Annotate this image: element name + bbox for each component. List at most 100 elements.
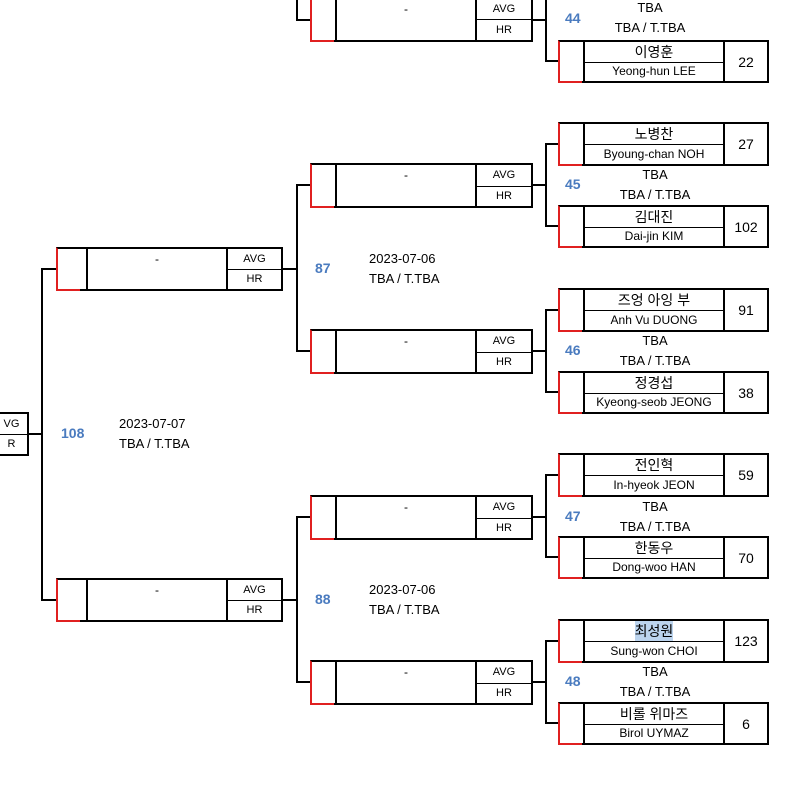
player-lee-name-en: Yeong-hun LEE	[612, 64, 696, 79]
quarter-slot-4-dash: -	[404, 665, 408, 680]
player-uymaz-name-ko: 비롤 위마즈	[585, 704, 723, 725]
match-45-venue: TBA / T.TBA	[619, 187, 691, 202]
match-48-number: 48	[565, 673, 581, 689]
semi-slot-2-hr: HR	[246, 604, 263, 616]
player-choi-seed	[558, 619, 585, 663]
player-uymaz-score: 6	[725, 702, 769, 745]
player-jeon-name-box[interactable]: 전인혁 In-hyeok JEON	[583, 453, 725, 497]
player-jeon-seed	[558, 453, 585, 497]
player-uymaz-seed	[558, 702, 585, 745]
semi-slot-1-avg: AVG	[228, 249, 281, 270]
connector-semi-87	[283, 184, 310, 352]
player-jeong-score: 38	[725, 371, 769, 414]
semi-2-venue: TBA / T.TBA	[369, 602, 440, 617]
final-hr-label: R	[7, 438, 16, 450]
connector-final	[29, 268, 56, 601]
quarter-slot-3-dash: -	[404, 500, 408, 515]
semi-1-match-number: 87	[315, 260, 331, 276]
player-jeon-name-ko: 전인혁	[585, 455, 723, 476]
player-noh-name-box[interactable]: 노병찬 Byoung-chan NOH	[583, 122, 725, 166]
quarter-slot-4-stats: AVG HR	[475, 660, 533, 705]
match-44-info: TBA TBA / T.TBA	[600, 0, 700, 38]
final-avg-label: VG	[0, 414, 27, 435]
player-lee-name-box[interactable]: 이영훈 Yeong-hun LEE	[583, 40, 725, 83]
connector-top-partial	[296, 0, 310, 21]
player-jeon-name-en: In-hyeok JEON	[613, 478, 695, 492]
match-46-date: TBA	[642, 333, 668, 348]
final-venue: TBA / T.TBA	[119, 436, 190, 451]
player-han-seed	[558, 536, 585, 579]
player-lee-score: 22	[725, 40, 769, 83]
semi-slot-1-hr: HR	[246, 273, 263, 285]
player-uymaz-name-box[interactable]: 비롤 위마즈 Birol UYMAZ	[583, 702, 725, 745]
connector-match-46	[533, 309, 558, 393]
match-46-venue: TBA / T.TBA	[619, 353, 691, 368]
player-jeon-score: 59	[725, 453, 769, 497]
player-duong-name-en: Anh Vu DUONG	[610, 313, 698, 327]
match-44-number: 44	[565, 10, 581, 26]
quarter-slot-0-avg: AVG	[477, 0, 531, 20]
semi-slot-2-name: -	[86, 578, 228, 622]
semi-slot-1-stats: AVG HR	[226, 247, 283, 291]
quarter-slot-1-seed	[310, 163, 337, 208]
player-jeong-name-en: Kyeong-seob JEONG	[596, 395, 712, 410]
player-choi-name-en: Sung-won CHOI	[610, 644, 698, 658]
quarter-slot-2-stats: AVG HR	[475, 329, 533, 374]
player-noh-name-en: Byoung-chan NOH	[603, 147, 705, 161]
quarter-slot-3-seed	[310, 495, 337, 540]
semi-slot-2-stats: AVG HR	[226, 578, 283, 622]
player-han-name-box[interactable]: 한동우 Dong-woo HAN	[583, 536, 725, 579]
player-duong-name-box[interactable]: 즈엉 아잉 부 Anh Vu DUONG	[583, 288, 725, 332]
player-choi-name-box[interactable]: 최성원 Sung-won CHOI	[583, 619, 725, 663]
semi-slot-1-seed	[56, 247, 88, 291]
final-info: 2023-07-07 TBA / T.TBA	[119, 414, 190, 454]
player-duong-score: 91	[725, 288, 769, 332]
quarter-slot-2-hr: HR	[496, 355, 512, 368]
quarter-slot-3-stats: AVG HR	[475, 495, 533, 540]
match-47-date: TBA	[642, 499, 668, 514]
quarter-slot-4-name: -	[335, 660, 477, 705]
semi-slot-1-name: -	[86, 247, 228, 291]
player-choi-score: 123	[725, 619, 769, 663]
quarter-slot-1-dash: -	[404, 168, 408, 183]
match-45-number: 45	[565, 176, 581, 192]
quarter-slot-0-seed	[310, 0, 337, 42]
player-uymaz-name-en: Birol UYMAZ	[619, 726, 689, 741]
quarter-slot-4-avg: AVG	[477, 662, 531, 684]
player-kim-name-box[interactable]: 김대진 Dai-jin KIM	[583, 205, 725, 248]
connector-semi-88	[283, 516, 310, 683]
semi-1-venue: TBA / T.TBA	[369, 271, 440, 286]
player-han-score: 70	[725, 536, 769, 579]
quarter-slot-2-dash: -	[404, 334, 408, 349]
quarter-slot-1-avg: AVG	[477, 165, 531, 187]
semi-2-match-number: 88	[315, 591, 331, 607]
quarter-slot-0-dash: -	[404, 1, 408, 16]
match-48-venue: TBA / T.TBA	[619, 684, 691, 699]
quarter-slot-1-name: -	[335, 163, 477, 208]
match-44-venue: TBA / T.TBA	[614, 20, 686, 35]
final-date: 2023-07-07	[119, 416, 186, 431]
quarter-slot-2-seed	[310, 329, 337, 374]
match-47-number: 47	[565, 508, 581, 524]
player-lee-name-ko: 이영훈	[585, 42, 723, 63]
player-kim-name-ko: 김대진	[585, 207, 723, 228]
player-kim-name-en: Dai-jin KIM	[624, 229, 684, 244]
connector-match-45	[533, 143, 558, 227]
match-47-info: TBA TBA / T.TBA	[600, 497, 710, 537]
player-duong-seed	[558, 288, 585, 332]
match-48-date: TBA	[642, 664, 668, 679]
match-48-info: TBA TBA / T.TBA	[600, 662, 710, 702]
semi-1-date: 2023-07-06	[369, 251, 436, 266]
semi-slot-1-dash: -	[155, 252, 159, 266]
player-choi-name-ko: 최성원	[585, 621, 723, 642]
player-han-name-en: Dong-woo HAN	[612, 560, 696, 575]
quarter-slot-4-seed	[310, 660, 337, 705]
final-slot-stats: VG R	[0, 412, 29, 456]
connector-match-47	[533, 474, 558, 558]
quarter-slot-0-hr: HR	[496, 23, 512, 36]
player-jeong-name-box[interactable]: 정경섭 Kyeong-seob JEONG	[583, 371, 725, 414]
quarter-slot-1-hr: HR	[496, 189, 512, 202]
quarter-slot-3-avg: AVG	[477, 497, 531, 519]
player-noh-name-ko: 노병찬	[585, 124, 723, 145]
